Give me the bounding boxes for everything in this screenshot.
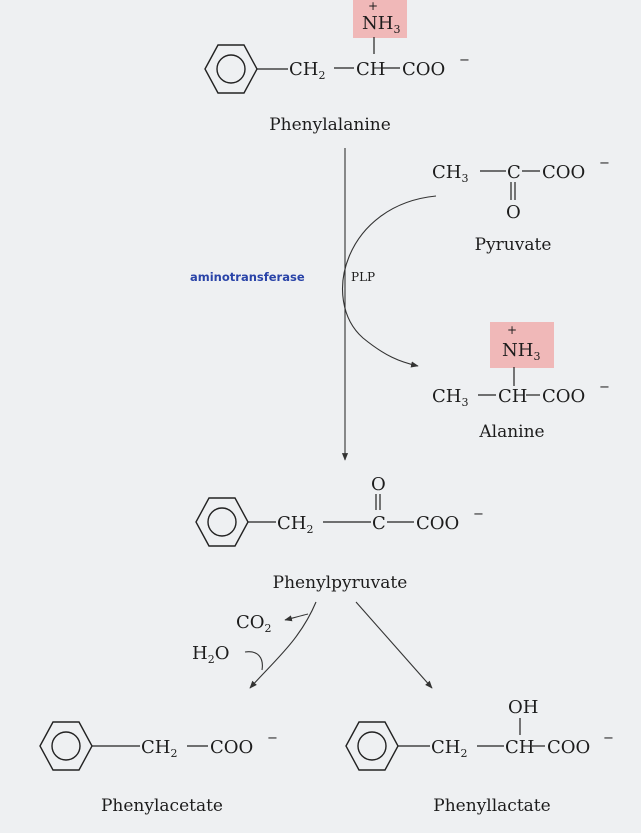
ch2-group: CH bbox=[289, 59, 318, 80]
alanine-label: Alanine bbox=[478, 422, 544, 442]
phenylalanine-structure: CH2 CH COO − + NH3 Phenylalanine bbox=[204, 0, 470, 135]
co2-label: CO bbox=[236, 612, 265, 633]
coo-charge: − bbox=[459, 53, 470, 68]
ch-group: CH bbox=[356, 59, 385, 80]
phenylacetate-structure: CH2 COO − Phenylacetate bbox=[39, 721, 278, 816]
coo-charge: − bbox=[267, 731, 278, 746]
amine-charge: + bbox=[507, 323, 517, 337]
coo-group: COO bbox=[210, 737, 253, 758]
svg-text:CH2: CH2 bbox=[141, 737, 177, 760]
carbonyl-oxygen: O bbox=[371, 474, 386, 495]
svg-text:CH2: CH2 bbox=[289, 59, 325, 82]
coo-charge: − bbox=[603, 731, 614, 746]
coo-group: COO bbox=[542, 386, 585, 407]
carbonyl-oxygen: O bbox=[506, 202, 521, 223]
reduction-arrow bbox=[355, 601, 433, 689]
pyruvate-label: Pyruvate bbox=[475, 235, 552, 255]
phenylpyruvate-structure: CH2 C COO − O Phenylpyruvate bbox=[195, 474, 484, 593]
ch2-group: CH bbox=[141, 737, 170, 758]
benzene-ring bbox=[345, 721, 399, 771]
svg-text:CH3: CH3 bbox=[432, 162, 468, 185]
pyruvate-structure: CH3 C COO − O Pyruvate bbox=[432, 156, 610, 255]
svg-text:H2O: H2O bbox=[192, 643, 229, 666]
svg-text:CH3: CH3 bbox=[432, 386, 468, 409]
coo-group: COO bbox=[416, 513, 459, 534]
coo-group: COO bbox=[402, 59, 445, 80]
coo-group: COO bbox=[542, 162, 585, 183]
ch-group: CH bbox=[498, 386, 527, 407]
phenylacetate-label: Phenylacetate bbox=[101, 796, 223, 816]
phenyllactate-label: Phenyllactate bbox=[433, 796, 550, 816]
phenylpyruvate-label: Phenylpyruvate bbox=[273, 573, 408, 593]
ch2-group: CH bbox=[431, 737, 460, 758]
transamination-arrow bbox=[341, 195, 437, 368]
phenyllactate-structure: CH2 CH COO − OH Phenyllactate bbox=[345, 697, 614, 816]
benzene-ring bbox=[39, 721, 93, 771]
coo-charge: − bbox=[473, 507, 484, 522]
phenylalanine-label: Phenylalanine bbox=[269, 115, 391, 135]
hydroxyl-group: OH bbox=[508, 697, 538, 718]
amine-charge: + bbox=[368, 0, 378, 13]
benzene-ring bbox=[204, 44, 258, 94]
svg-text:CH2: CH2 bbox=[277, 513, 313, 536]
alanine-structure: + NH3 CH3 CH COO − Alanine bbox=[432, 322, 610, 442]
carbonyl-carbon: C bbox=[507, 162, 521, 183]
co2-release-arrow bbox=[284, 613, 309, 622]
cofactor-label: PLP bbox=[351, 270, 375, 284]
carbonyl-carbon: C bbox=[372, 513, 386, 534]
decarboxylation-arrow bbox=[249, 601, 317, 689]
svg-text:CO2: CO2 bbox=[236, 612, 272, 635]
h2o-label: H bbox=[192, 643, 208, 664]
svg-text:NH3: NH3 bbox=[362, 13, 400, 36]
water-uptake-arrow bbox=[244, 651, 263, 671]
ch2-group: CH bbox=[277, 513, 306, 534]
ch3-group: CH bbox=[432, 162, 461, 183]
ch3-group: CH bbox=[432, 386, 461, 407]
benzene-ring bbox=[195, 497, 249, 547]
svg-text:NH3: NH3 bbox=[502, 340, 540, 363]
coo-charge: − bbox=[599, 156, 610, 171]
coo-charge: − bbox=[599, 380, 610, 395]
enzyme-label: aminotransferase bbox=[190, 270, 305, 284]
amine-highlight bbox=[490, 322, 554, 368]
amine-group: NH bbox=[362, 13, 393, 34]
ch-group: CH bbox=[505, 737, 534, 758]
amine-group: NH bbox=[502, 340, 533, 361]
svg-text:CH2: CH2 bbox=[431, 737, 467, 760]
amine-highlight bbox=[353, 0, 407, 38]
coo-group: COO bbox=[547, 737, 590, 758]
